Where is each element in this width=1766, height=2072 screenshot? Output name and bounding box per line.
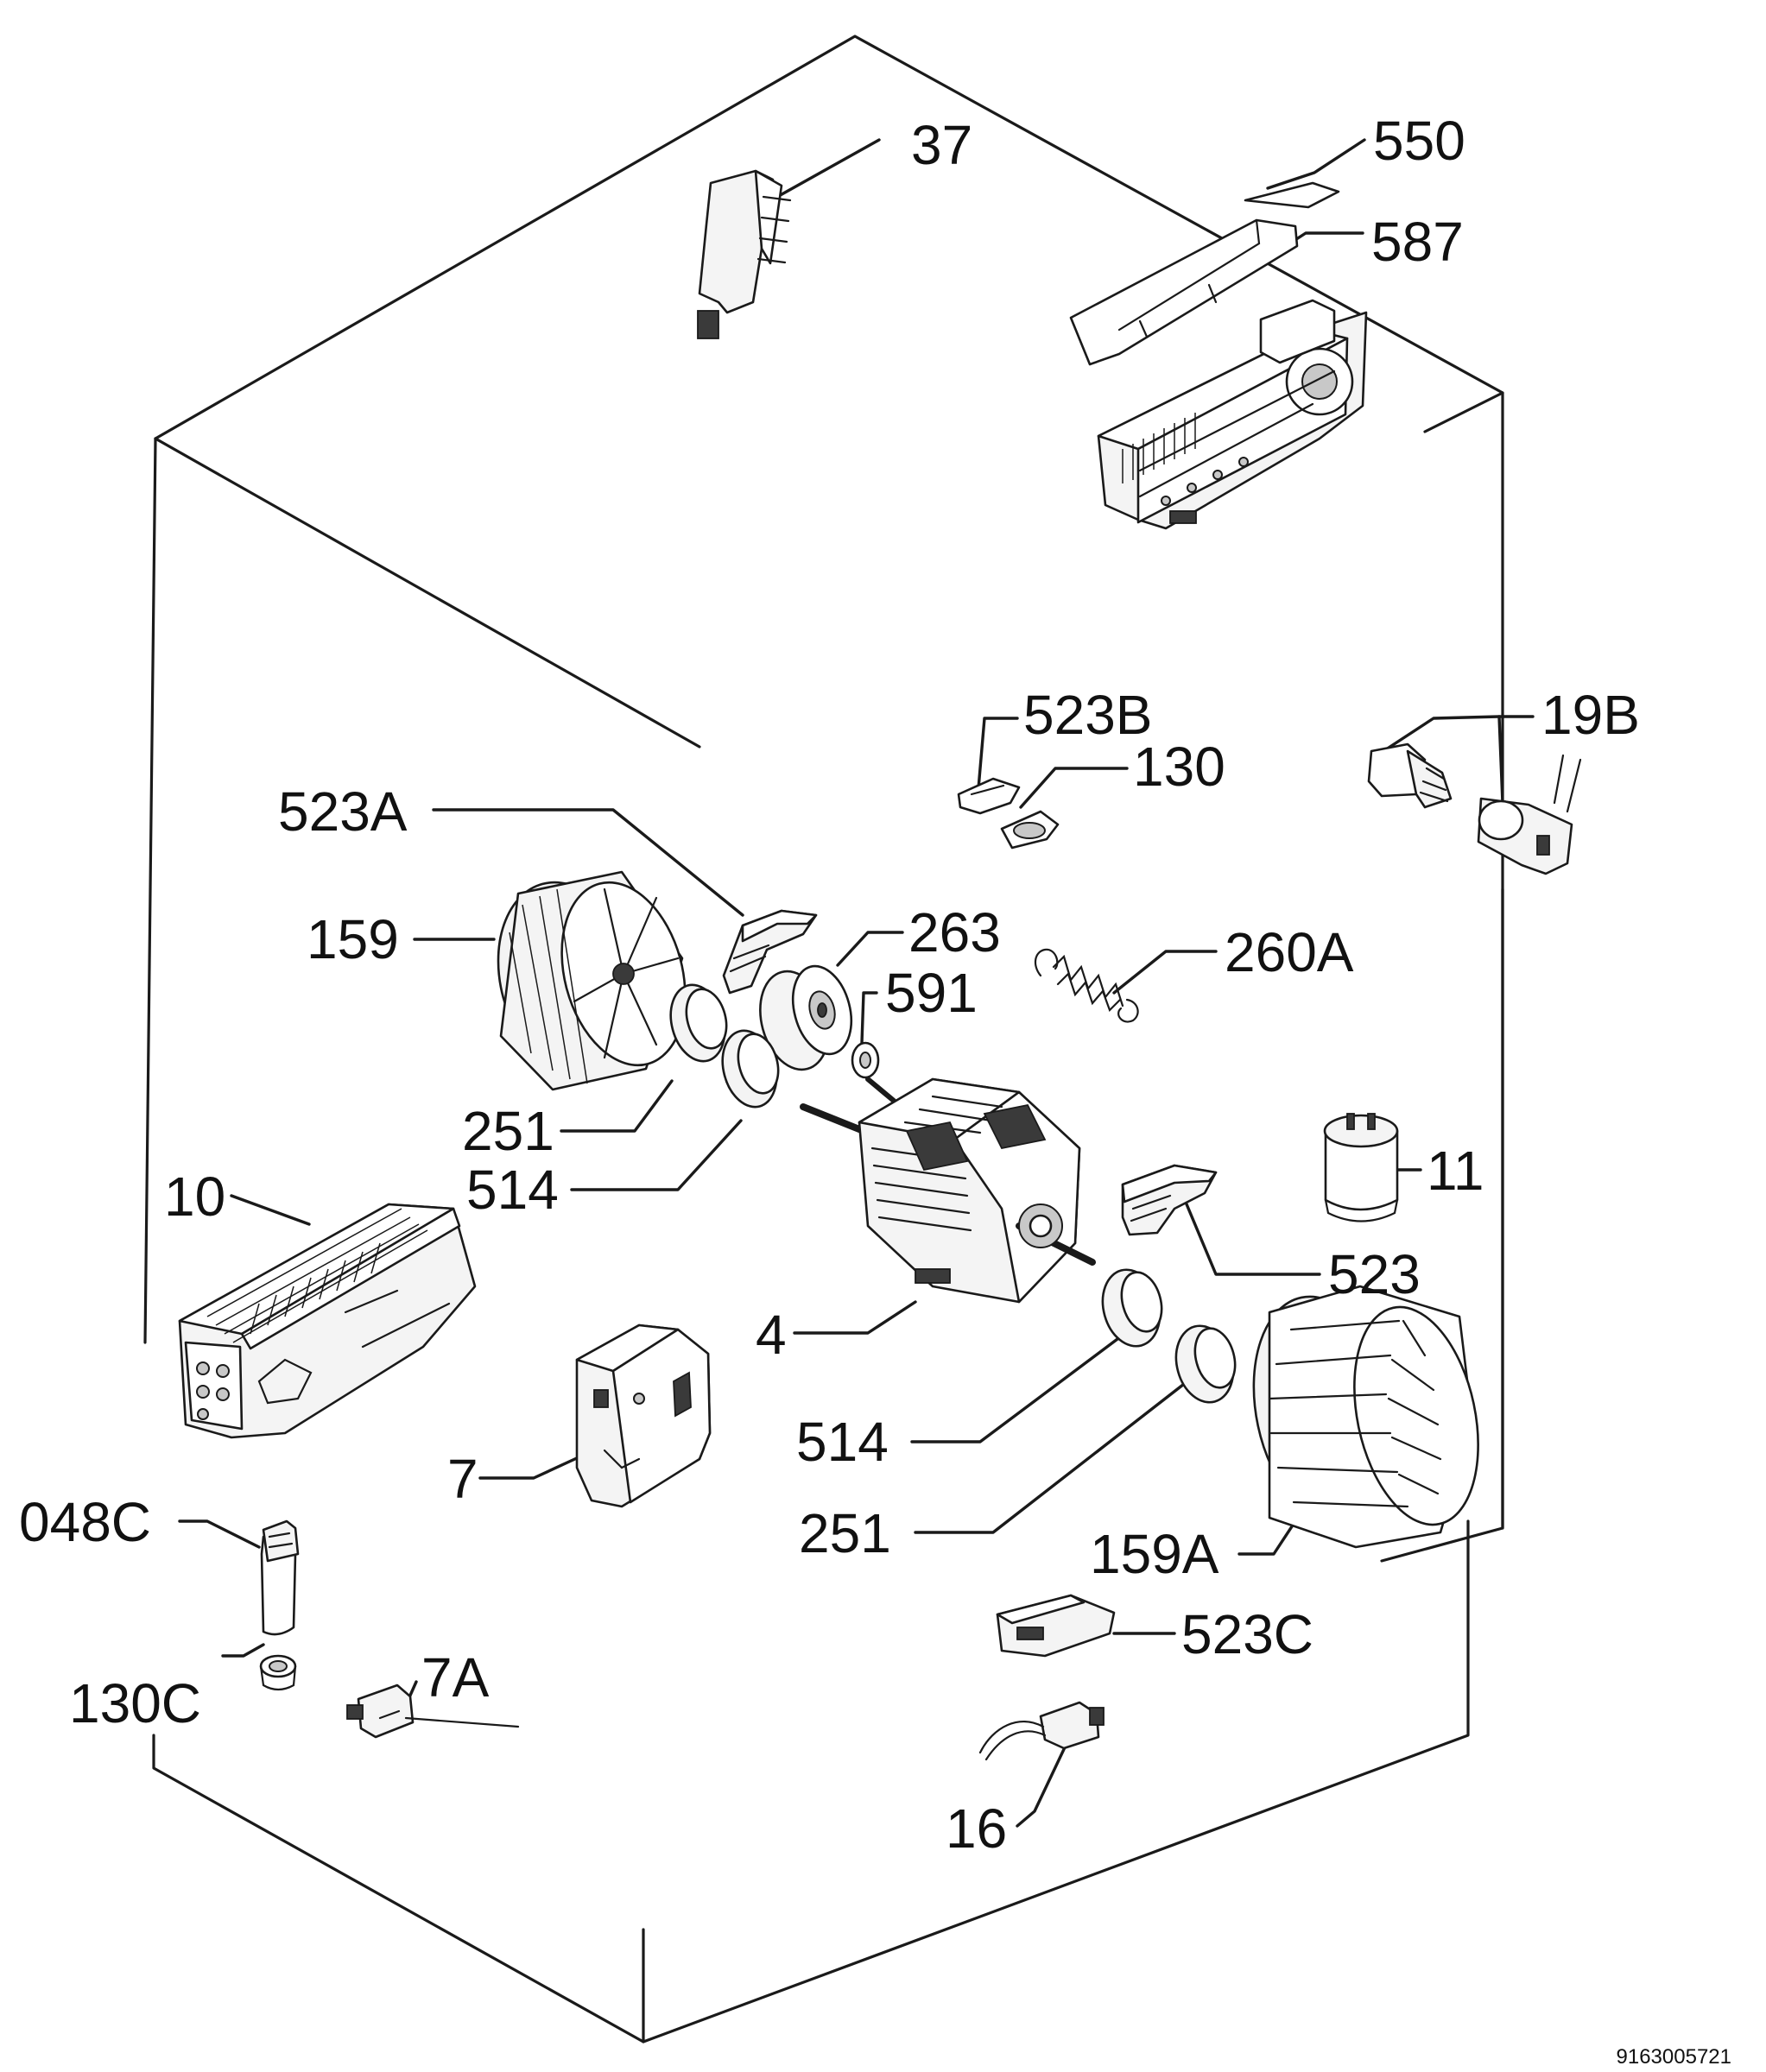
part-263-pulley (759, 964, 853, 1071)
callout-10: 10 (164, 1166, 225, 1228)
callout-7: 7 (447, 1448, 478, 1510)
callout-7A: 7A (421, 1646, 490, 1709)
part-7A-switch (346, 1684, 520, 1739)
callout-37: 37 (911, 114, 972, 176)
callout-048C: 048C (19, 1491, 151, 1553)
part-16-switch (978, 1701, 1105, 1761)
leader-lines (178, 138, 1535, 1828)
callout-159A: 159A (1090, 1523, 1219, 1585)
callout-523A: 523A (278, 780, 408, 843)
part-591-washer (851, 1041, 880, 1079)
part-514-ring-lower (1101, 1268, 1163, 1348)
part-523-clamp (1121, 1164, 1218, 1236)
callout-591: 591 (885, 962, 978, 1024)
part-514-ring-upper (721, 1029, 780, 1109)
callout-514-lower: 514 (796, 1411, 889, 1473)
callout-130: 130 (1133, 736, 1225, 798)
part-4-motor (800, 1077, 1096, 1304)
callout-16: 16 (946, 1797, 1007, 1860)
part-159A-impeller (1252, 1285, 1479, 1549)
part-7-door-lock (575, 1323, 712, 1508)
callout-514-upper: 514 (466, 1159, 559, 1221)
part-550-cover (1069, 181, 1340, 366)
part-130-gasket (1000, 810, 1060, 850)
part-11-capacitor (1323, 1113, 1399, 1222)
part-251-ring-upper (669, 983, 728, 1063)
callout-251-lower: 251 (799, 1502, 891, 1564)
part-37-bracket (697, 169, 792, 339)
part-251-ring-lower (1174, 1324, 1237, 1404)
part-159-fan (497, 870, 687, 1091)
part-523A-clamp (722, 909, 818, 995)
callout-19B: 19B (1541, 684, 1640, 746)
callout-251-upper: 251 (462, 1100, 554, 1162)
callout-130C: 130C (69, 1672, 201, 1734)
part-130C-grommet (259, 1654, 297, 1691)
callout-labels: 37 550 587 523B 130 19B 523A 159 263 591… (19, 110, 1640, 1860)
cabinet-outline (143, 35, 1504, 2044)
callout-587: 587 (1371, 211, 1464, 273)
callout-523B: 523B (1023, 684, 1152, 746)
part-523B-clamp (957, 777, 1021, 815)
document-number: 9163005721 (1617, 2045, 1731, 2069)
part-19B-connector (1367, 742, 1582, 875)
part-048C-sensor (260, 1519, 300, 1636)
callout-263: 263 (908, 901, 1001, 963)
part-523C-bracket (996, 1594, 1116, 1658)
callout-11: 11 (1427, 1140, 1484, 1202)
part-10-heater (178, 1203, 477, 1439)
callout-523C: 523C (1181, 1603, 1313, 1665)
callout-4: 4 (756, 1304, 787, 1366)
part-587-control-unit (1097, 299, 1368, 530)
callout-159: 159 (307, 908, 399, 970)
callout-550: 550 (1373, 110, 1465, 172)
part-260A-spring (1034, 948, 1139, 1023)
callout-260A: 260A (1225, 921, 1354, 983)
callout-523: 523 (1328, 1243, 1421, 1305)
